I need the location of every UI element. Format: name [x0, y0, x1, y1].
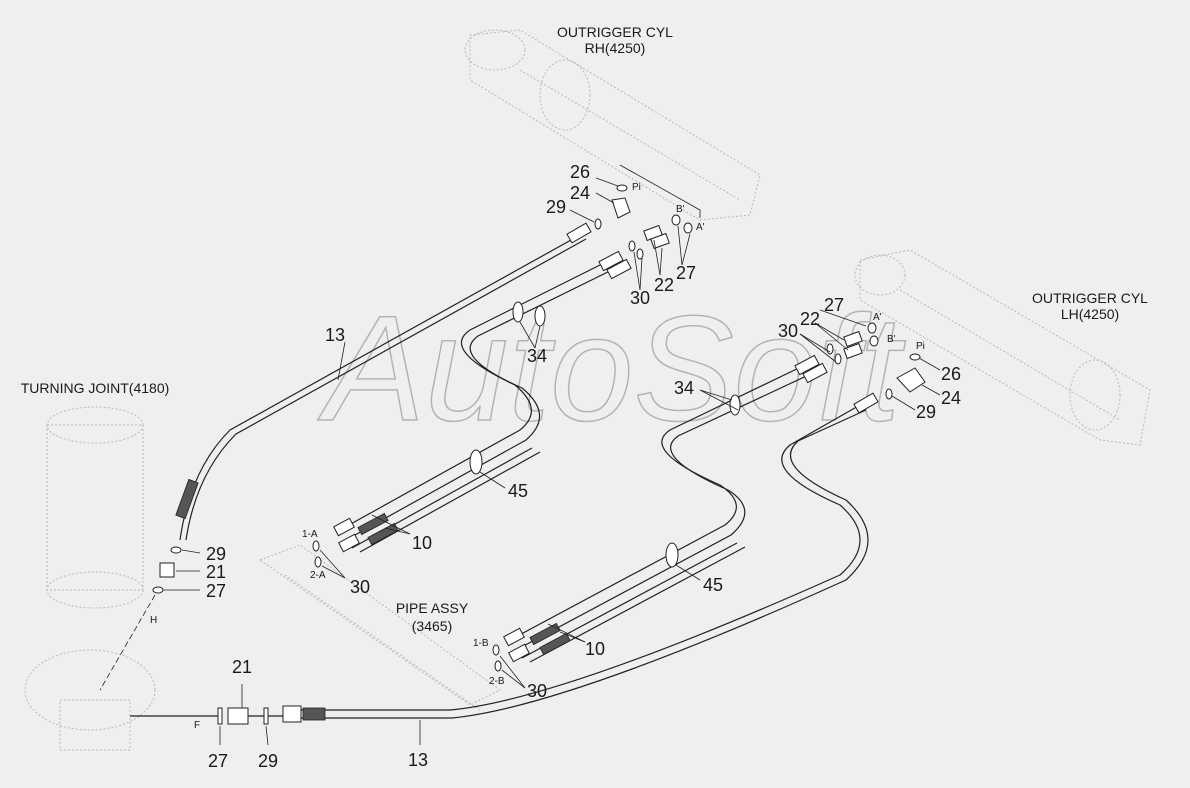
port-f-line	[130, 707, 283, 725]
port-2a: 2-A	[310, 570, 326, 581]
callout-tj-21: 21	[206, 562, 226, 582]
clamp-45-upper	[469, 449, 483, 475]
port-lh-b: B'	[887, 334, 896, 345]
callout-rh-24: 24	[570, 183, 590, 203]
leader-lines	[163, 164, 941, 746]
callout-bottom-21: 21	[232, 657, 252, 677]
pipe-assy-outline	[258, 544, 501, 711]
callout-lh-26: 26	[941, 364, 961, 384]
callout-lh-34: 34	[674, 378, 694, 398]
callout-upper-45: 45	[508, 481, 528, 501]
hoses-10-upper	[333, 250, 632, 553]
port-1b: 1-B	[473, 638, 489, 649]
callout-lh-29: 29	[916, 402, 936, 422]
port-orings-pipe-assy	[312, 540, 502, 672]
port-lh-pi: Pi	[916, 341, 925, 352]
callout-rh-29: 29	[546, 197, 566, 217]
callout-lower-45: 45	[703, 575, 723, 595]
callout-lower-30: 30	[527, 681, 547, 701]
outrigger-cylinder-lh-outline	[854, 249, 1151, 446]
callout-lh-22: 22	[800, 309, 820, 329]
port-1a: 1-A	[302, 529, 318, 540]
callout-upper-13: 13	[325, 325, 345, 345]
fittings-lh	[826, 322, 926, 400]
callout-tj-27: 27	[206, 581, 226, 601]
callout-lh-24: 24	[941, 388, 961, 408]
clamp-34-rh	[512, 301, 546, 327]
callout-lh-30: 30	[778, 321, 798, 341]
callout-upper-30: 30	[350, 577, 370, 597]
callout-rh-27: 27	[676, 263, 696, 283]
port-2b: 2-B	[489, 676, 505, 687]
outrigger-lh-subtitle: LH(4250)	[1061, 306, 1119, 322]
turning-joint-title: TURNING JOINT(4180)	[21, 380, 170, 396]
outrigger-rh-subtitle: RH(4250)	[585, 40, 646, 56]
hose-13-lower	[282, 392, 879, 723]
callout-upper-10: 10	[412, 533, 432, 553]
callout-rh-34: 34	[527, 346, 547, 366]
pipe-assy-subtitle: (3465)	[412, 618, 452, 634]
fittings-turning-joint	[152, 546, 182, 594]
callout-bottom-29: 29	[258, 751, 278, 771]
port-h-line	[99, 594, 156, 691]
callout-bottom-13: 13	[408, 750, 428, 770]
callout-rh-22: 22	[654, 275, 674, 295]
port-rh-b: B'	[676, 204, 685, 215]
outrigger-rh-title: OUTRIGGER CYL	[557, 24, 673, 40]
hoses-10-lower	[503, 354, 828, 663]
hose-13-upper	[175, 222, 592, 541]
port-h: H	[150, 615, 157, 626]
callout-lower-10: 10	[585, 639, 605, 659]
port-f: F	[194, 720, 200, 731]
clamp-34-lh	[729, 394, 741, 416]
callout-rh-26: 26	[570, 162, 590, 182]
port-rh-pi: Pi	[632, 182, 641, 193]
callout-tj-29: 29	[206, 544, 226, 564]
fittings-rh	[594, 184, 693, 260]
outrigger-lh-title: OUTRIGGER CYL	[1032, 290, 1148, 306]
pipe-assy-title: PIPE ASSY	[396, 600, 469, 616]
callout-lh-27: 27	[824, 295, 844, 315]
port-lh-a: A'	[873, 312, 882, 323]
outrigger-cylinder-rh-outline	[464, 29, 761, 221]
port-rh-a: A'	[696, 222, 705, 233]
turning-joint-outline	[24, 406, 156, 751]
clamp-45-lower	[665, 542, 679, 568]
callout-bottom-27: 27	[208, 751, 228, 771]
callout-rh-30: 30	[630, 288, 650, 308]
